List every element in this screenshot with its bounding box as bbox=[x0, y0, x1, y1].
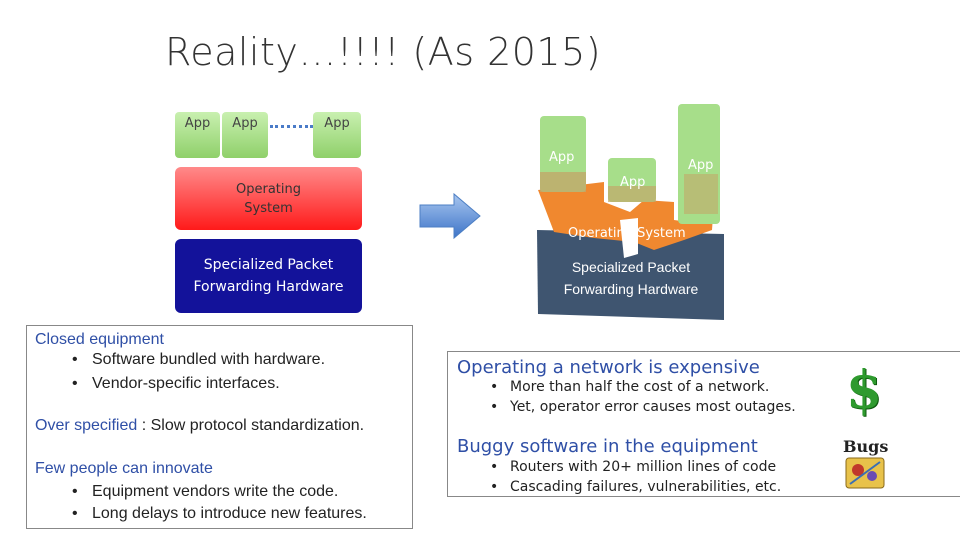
slide-title: Reality…!!!! (As 2015) bbox=[165, 30, 601, 74]
bullet-item: •Yet, operator error causes most outages… bbox=[490, 399, 796, 415]
bullet-item: •Long delays to introduce new features. bbox=[72, 505, 367, 523]
hw-label: Specialized Packet Forwarding Hardware bbox=[175, 254, 362, 298]
dollar-icon: $ bbox=[846, 360, 882, 421]
bullet-text: Long delays to introduce new features. bbox=[92, 505, 367, 522]
right-arrow-icon bbox=[418, 192, 482, 240]
point-heading: Closed equipment bbox=[35, 331, 164, 349]
hardware-block: Specialized Packet Forwarding Hardware bbox=[175, 239, 362, 313]
app-label: App bbox=[620, 175, 645, 190]
heading-text: Over specified bbox=[35, 417, 137, 434]
hw-label: Specialized Packet Forwarding Hardware bbox=[536, 256, 726, 300]
heading-rest: : Slow protocol standardization. bbox=[137, 417, 364, 434]
point-heading: Over specified : Slow protocol standardi… bbox=[35, 417, 364, 435]
ellipsis-dots bbox=[270, 125, 313, 128]
point-heading: Operating a network is expensive bbox=[457, 357, 760, 378]
bullet-text: More than half the cost of a network. bbox=[510, 379, 769, 395]
bullet-item: •Equipment vendors write the code. bbox=[72, 483, 338, 501]
bullet-item: •Vendor-specific interfaces. bbox=[72, 375, 280, 393]
os-label: Operating System bbox=[229, 180, 309, 218]
bullet-text: Yet, operator error causes most outages. bbox=[510, 399, 796, 415]
app-box: App bbox=[175, 112, 220, 158]
os-label: Operating System bbox=[568, 226, 686, 241]
bullet-text: Equipment vendors write the code. bbox=[92, 483, 338, 500]
app-box: App bbox=[313, 112, 361, 158]
point-heading: Few people can innovate bbox=[35, 460, 213, 478]
app-label: App bbox=[549, 150, 574, 165]
bugs-label: Bugs bbox=[843, 437, 888, 456]
bullet-text: Vendor-specific interfaces. bbox=[92, 375, 280, 392]
point-heading: Buggy software in the equipment bbox=[457, 436, 758, 457]
bullet-item: •Cascading failures, vulnerabilities, et… bbox=[490, 479, 781, 495]
bullet-item: •Software bundled with hardware. bbox=[72, 351, 325, 369]
bullet-text: Cascading failures, vulnerabilities, etc… bbox=[510, 479, 781, 495]
app-box: App bbox=[222, 112, 268, 158]
app-label: App bbox=[688, 158, 713, 173]
bullet-item: •Routers with 20+ million lines of code bbox=[490, 459, 776, 475]
bullet-text: Software bundled with hardware. bbox=[92, 351, 325, 368]
bugs-icon: Bugs bbox=[840, 432, 890, 492]
bullet-text: Routers with 20+ million lines of code bbox=[510, 459, 776, 475]
operating-system-block: Operating System bbox=[175, 167, 362, 230]
bullet-item: •More than half the cost of a network. bbox=[490, 379, 769, 395]
